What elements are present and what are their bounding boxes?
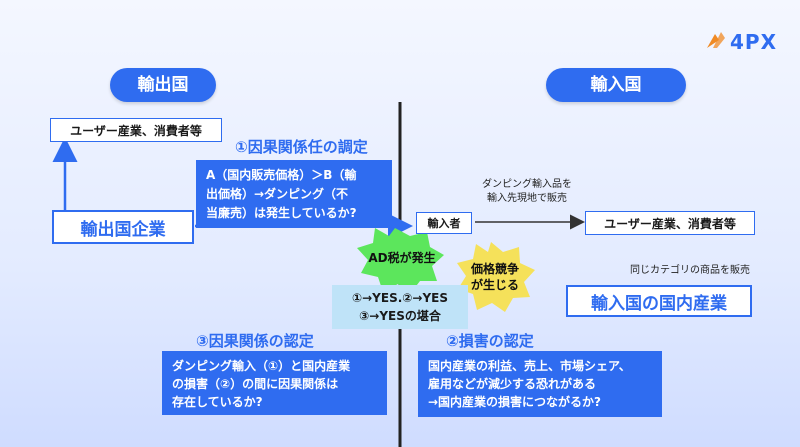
export-user-box: ユーザー産業、消費者等	[50, 118, 222, 142]
price-competition-line-2: が生じる	[470, 278, 519, 292]
damage-heading: ②損害の認定	[446, 332, 534, 350]
domestic-industry-box: 輸入国の国内産業	[566, 285, 752, 317]
conditions-line-1: ①→YES.②→YES	[351, 291, 449, 305]
recognition-box: ダンピング輸入（①）と国内産業 の損害（②）の間に因果関係は 存在しているか?	[162, 351, 387, 415]
same-category-note: 同じカテゴリの商品を販売	[630, 265, 750, 276]
damage-line-1: 国内産業の利益、売上、市場シェア、	[428, 359, 631, 373]
price-competition-burst	[457, 242, 535, 312]
recognition-line-1: ダンピング輸入（①）と国内産業	[172, 359, 351, 373]
damage-line-2: 雇用などが減少する恐れがある	[428, 377, 597, 391]
export-company-box: 輸出国企業	[52, 210, 194, 244]
price-competition-label: 価格競争 が生じる	[465, 261, 525, 293]
recognition-line-3: 存在しているか?	[172, 395, 263, 409]
causation-heading: ①因果関係任の調定	[235, 138, 368, 156]
causation-box: A（国内販売価格）＞B（輸 出価格）→ダンピング（不 当廉売）は発生しているか?	[196, 160, 392, 228]
causation-line-1: A（国内販売価格）＞B（輸	[206, 168, 357, 182]
conditions-box: ①→YES.②→YES ③→YESの堪合	[332, 285, 468, 329]
ad-tax-burst	[357, 228, 444, 294]
recognition-line-2: の損害（②）の間に因果関係は	[172, 377, 339, 391]
ad-tax-label: AD税が発生	[368, 251, 436, 265]
import-user-box: ユーザー産業、消費者等	[585, 211, 755, 235]
export-country-label: 輸出国	[110, 68, 216, 102]
dumping-note: ダンピング輸入品を 輸入先現地で販売	[462, 178, 592, 206]
causation-line-2: 出価格）→ダンピング（不	[206, 187, 349, 201]
damage-box: 国内産業の利益、売上、市場シェア、 雇用などが減少する恐れがある →国内産業の損…	[418, 351, 662, 417]
recognition-heading: ③因果関係の認定	[196, 332, 314, 350]
importer-box: 輸入者	[416, 212, 472, 234]
conditions-line-2: ③→YESの堪合	[359, 309, 441, 323]
damage-line-3: →国内産業の損害につながるか?	[428, 395, 602, 409]
price-competition-line-1: 価格競争	[470, 262, 519, 276]
logo-text: 4PX	[730, 30, 777, 54]
causation-line-3: 当廉売）は発生しているか?	[206, 206, 357, 220]
dumping-note-line-1: ダンピング輸入品を	[482, 179, 572, 190]
import-country-label: 輸入国	[546, 68, 686, 102]
arrow-logo-icon	[705, 30, 727, 54]
brand-logo: 4PX	[705, 30, 777, 54]
dumping-note-line-2: 輸入先現地で販売	[487, 193, 567, 204]
